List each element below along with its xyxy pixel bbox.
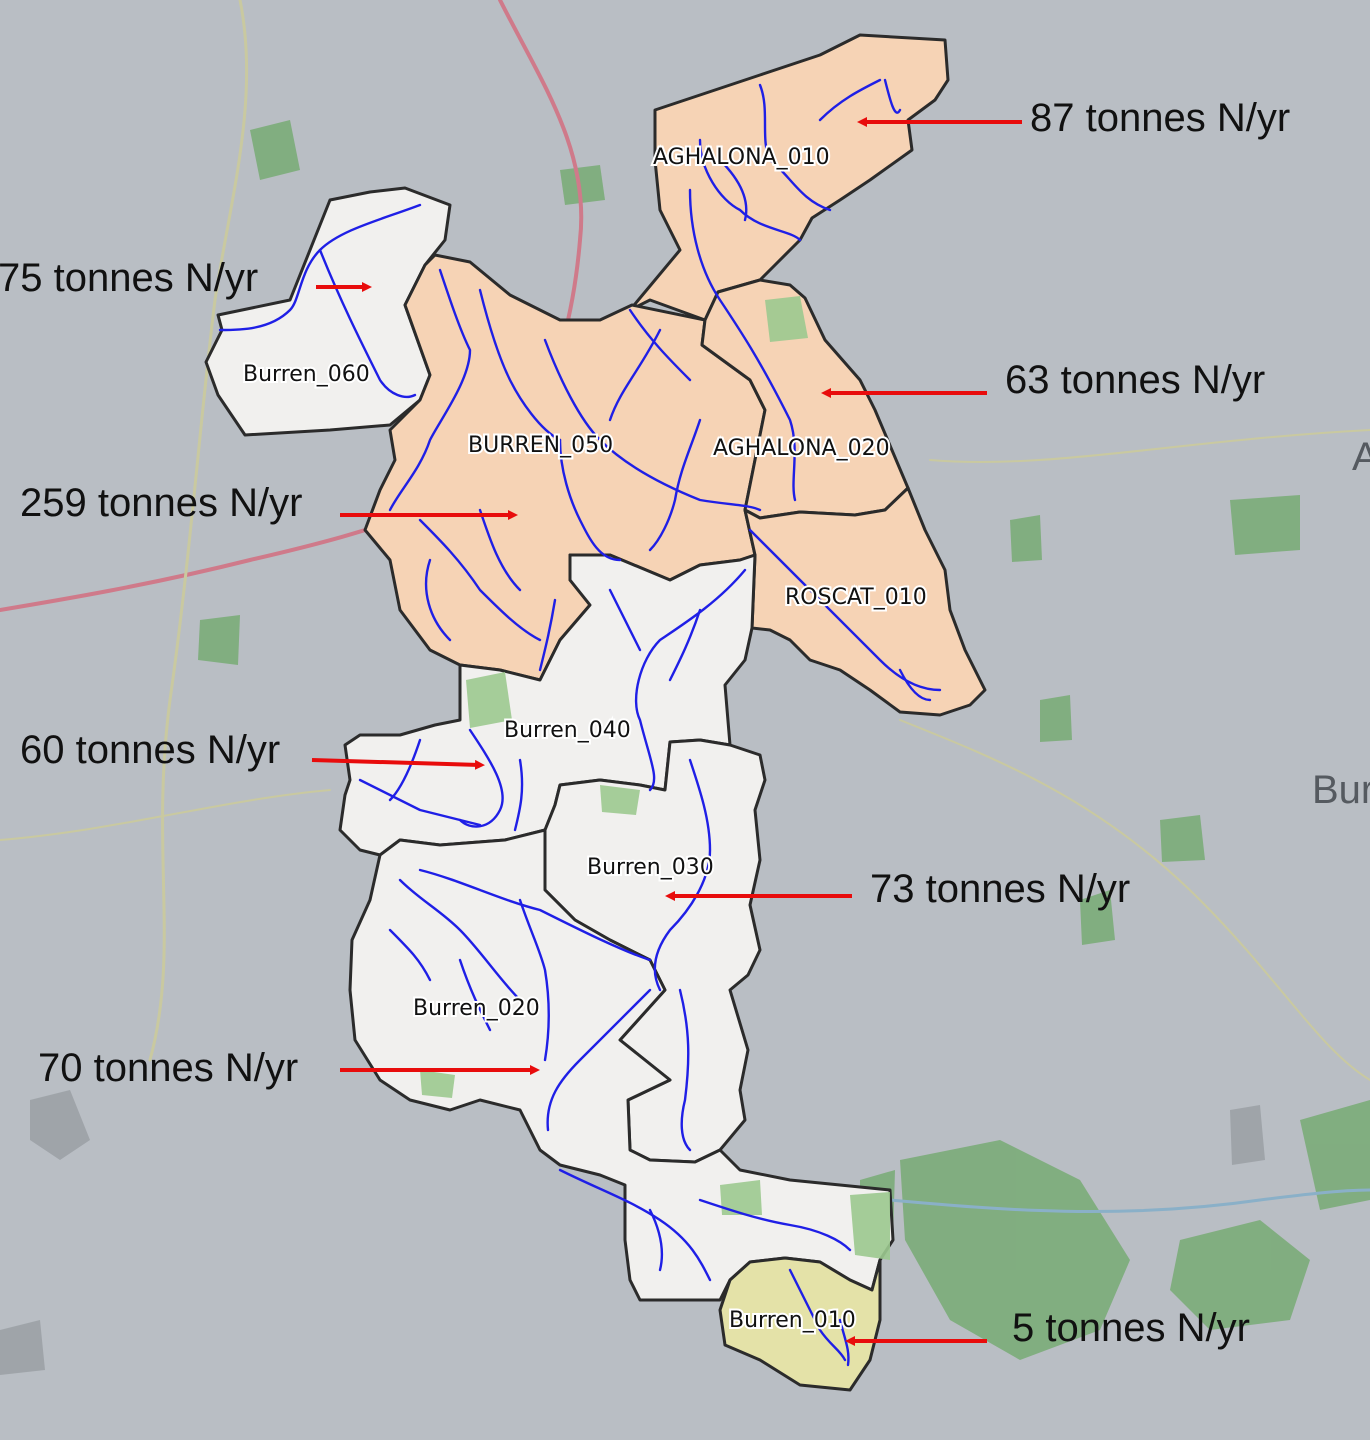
label-burren-020: Burren_020	[413, 996, 540, 1021]
polygon-roscat-010[interactable]	[743, 486, 987, 717]
label-aghalona-010: AGHALONA_010	[653, 145, 830, 170]
load-label-burren-060: 75 tonnes N/yr	[0, 256, 258, 300]
load-label-burren-050: 259 tonnes N/yr	[20, 481, 302, 525]
edge-label-a: A	[1352, 435, 1370, 479]
grey-urban	[0, 1090, 1265, 1375]
label-burren-030: Burren_030	[587, 855, 714, 880]
load-label-burren-010: 5 tonnes N/yr	[1012, 1306, 1250, 1350]
river-network	[218, 78, 942, 1367]
polygon-burren-010[interactable]	[718, 1256, 882, 1392]
load-label-burren-020: 70 tonnes N/yr	[38, 1046, 298, 1090]
subcatchment-polygons	[204, 33, 987, 1392]
subcatchment-labels: AGHALONA_010 Burren_060 BURREN_050 AGHAL…	[241, 143, 929, 1335]
label-burren-010: Burren_010	[729, 1308, 856, 1333]
load-label-aghalona-010: 87 tonnes N/yr	[1030, 96, 1290, 140]
catchment-woodland	[420, 296, 890, 1260]
load-annotations: 87 tonnes N/yr 75 tonnes N/yr 63 tonnes …	[0, 96, 1290, 1350]
arrow-burren-040	[311, 758, 485, 770]
load-label-aghalona-020: 63 tonnes N/yr	[1005, 358, 1265, 402]
edge-label-bur: Bur	[1312, 768, 1370, 812]
polygon-burren-060[interactable]	[204, 186, 452, 437]
label-aghalona-020: AGHALONA_020	[713, 436, 890, 461]
load-label-burren-030: 73 tonnes N/yr	[870, 867, 1130, 911]
load-label-burren-040: 60 tonnes N/yr	[20, 728, 280, 772]
edge-place-labels: A Bur	[1312, 435, 1370, 812]
label-burren-050: BURREN_050	[468, 433, 613, 458]
label-burren-040: Burren_040	[504, 718, 631, 743]
label-burren-060: Burren_060	[243, 362, 370, 387]
label-roscat-010: ROSCAT_010	[785, 585, 927, 610]
